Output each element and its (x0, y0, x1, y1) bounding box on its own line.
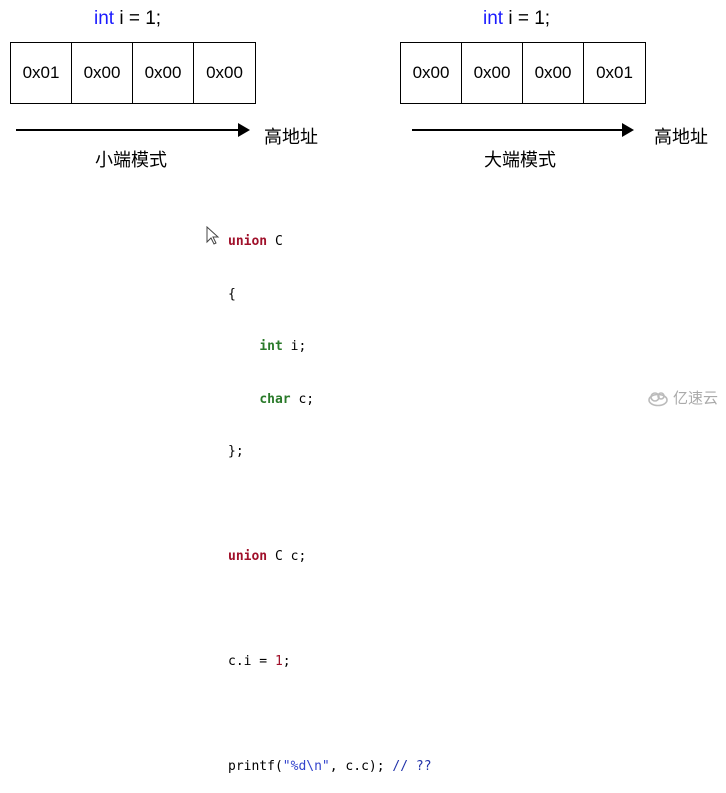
comment: // ?? (392, 759, 432, 774)
code-line: printf("%d\n", c.c); // ?? (228, 758, 432, 776)
byte-cell: 0x00 (206, 63, 243, 82)
code-block: union C { int i; char c; }; union C c; c… (228, 198, 432, 793)
watermark-text: 亿速云 (672, 389, 718, 407)
watermark-logo: 亿速云 (647, 387, 718, 408)
arrow-head-icon (622, 123, 634, 137)
big-endian-memory: 0x00 0x00 0x00 0x01 (400, 42, 646, 104)
code-text: C c; (267, 549, 307, 564)
mouse-cursor-icon (206, 226, 220, 245)
code-text: printf( (228, 759, 283, 774)
address-arrow (16, 123, 250, 137)
code-line: }; (228, 444, 244, 459)
keyword: int (259, 339, 283, 354)
little-endian-declaration: int i = 1; (94, 8, 161, 30)
code-text: C (267, 234, 283, 249)
keyword: union (228, 549, 268, 564)
byte-cell: 0x01 (596, 63, 633, 82)
high-address-label: 高地址 (654, 127, 708, 148)
code-line: char c; (228, 391, 432, 409)
big-endian-declaration: int i = 1; (483, 8, 550, 30)
number-literal: 1 (274, 654, 283, 669)
code-line: c.i = 1; (228, 653, 432, 671)
cloud-logo-icon (648, 391, 668, 406)
code-text: c; (290, 391, 315, 407)
byte-cell: 0x00 (523, 43, 584, 103)
code-text: ; (282, 654, 291, 669)
code-line: union C c; (228, 548, 432, 566)
code-line: { (228, 286, 236, 302)
arrow-head-icon (238, 123, 250, 137)
string-literal: "%d\n" (282, 759, 330, 774)
address-arrow (412, 123, 634, 137)
code-line: union C (228, 233, 432, 251)
keyword: int (94, 8, 115, 29)
keyword: int (483, 8, 504, 29)
declaration-text: i = 1; (114, 8, 162, 29)
keyword: union (228, 234, 268, 249)
little-endian-memory: 0x01 0x00 0x00 0x00 (10, 42, 256, 104)
blank-line (228, 601, 432, 619)
code-text: c.i = (228, 654, 275, 669)
byte-cell: 0x00 (401, 43, 462, 103)
blank-line (228, 706, 432, 724)
little-endian-label: 小端模式 (95, 150, 167, 171)
code-line: int i; (228, 338, 432, 356)
code-text: i; (282, 339, 307, 354)
byte-cell: 0x00 (133, 43, 194, 103)
blank-line (228, 496, 432, 514)
byte-cell: 0x01 (11, 43, 72, 103)
big-endian-label: 大端模式 (484, 150, 556, 171)
high-address-label: 高地址 (264, 127, 318, 148)
declaration-text: i = 1; (503, 8, 551, 29)
byte-cell: 0x00 (72, 43, 133, 103)
keyword: char (259, 391, 291, 407)
byte-cell: 0x00 (462, 43, 523, 103)
code-text: , c.c); (329, 759, 393, 774)
